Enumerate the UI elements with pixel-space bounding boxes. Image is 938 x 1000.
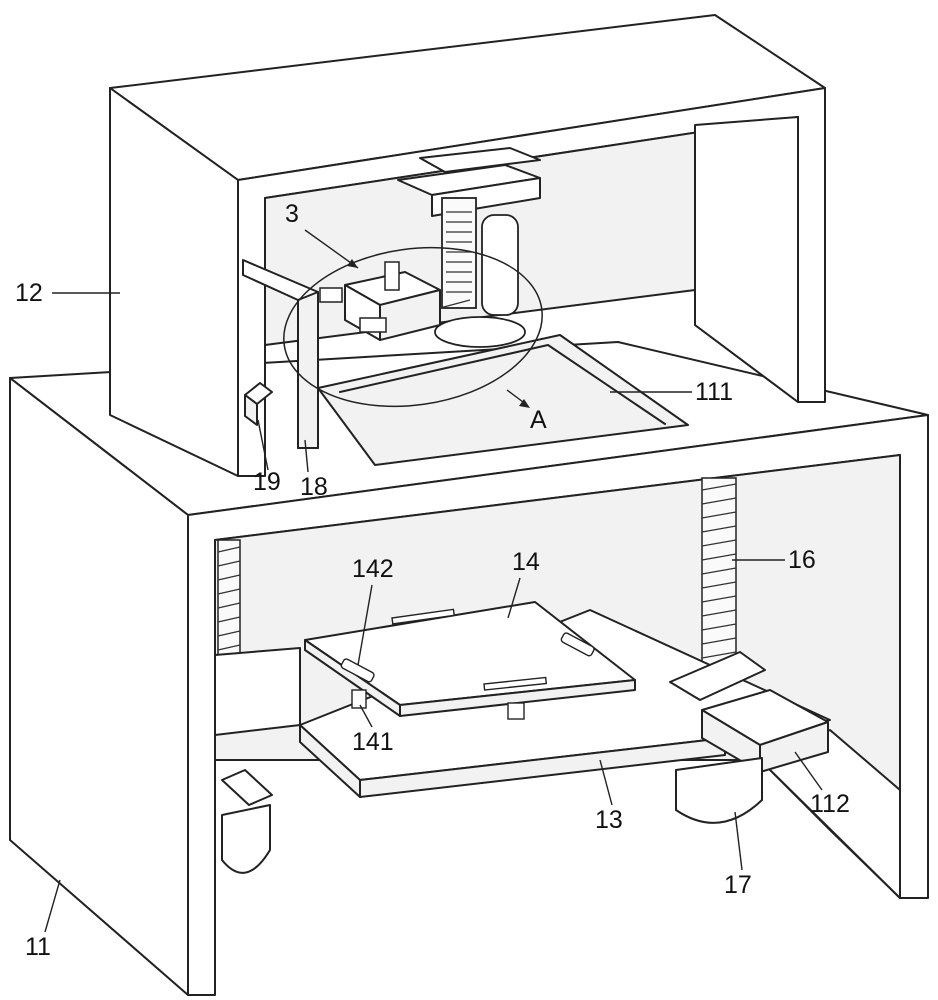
guide-plate-18	[242, 259, 319, 449]
motor-17	[675, 757, 763, 824]
clamp-assembly-3	[319, 261, 471, 341]
platform-14	[304, 601, 636, 720]
label-3: 3	[285, 200, 299, 228]
label-17: 17	[724, 871, 752, 899]
motor-left	[221, 769, 273, 874]
label-19: 19	[253, 468, 281, 496]
detail-circle-a	[283, 246, 543, 408]
label-18: 18	[300, 473, 328, 501]
label-a: A	[530, 406, 547, 434]
label-112: 112	[810, 790, 850, 818]
label-111: 111	[695, 378, 733, 406]
labels: 12 3 A 111 19 18 16 14 142 141 13 112 17…	[15, 200, 850, 961]
top-frame	[109, 14, 826, 477]
label-12: 12	[15, 279, 43, 307]
block-19	[244, 382, 273, 426]
screw-rod-16	[701, 477, 737, 669]
label-11: 11	[25, 933, 51, 961]
label-16: 16	[788, 546, 816, 574]
lifting-mechanism	[397, 147, 541, 348]
recess-111	[317, 334, 689, 466]
label-141: 141	[352, 728, 394, 756]
label-142: 142	[352, 555, 394, 583]
label-13: 13	[595, 806, 623, 834]
label-14: 14	[512, 548, 540, 576]
